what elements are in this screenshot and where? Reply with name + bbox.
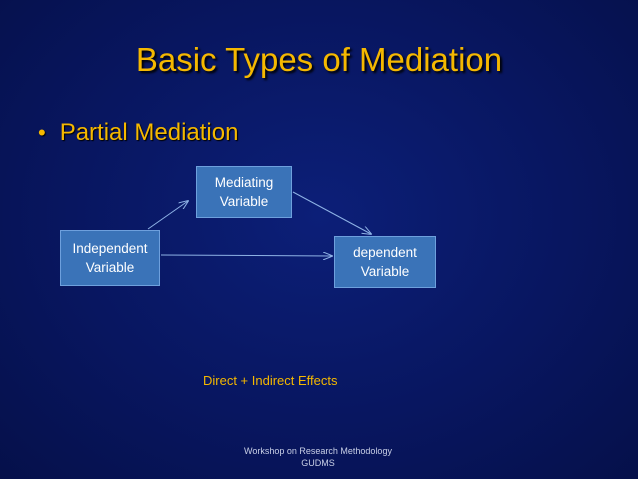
arrow-independent-to-mediating [147,201,188,230]
bullet-marker: • [38,120,46,145]
slide-footer: Workshop on Research Methodology GUDMS [190,445,446,469]
footer-line1: Workshop on Research Methodology [244,446,392,456]
slide-title: Basic Types of Mediation [135,41,503,78]
effects-caption: Direct + Indirect Effects [203,373,338,388]
node-mediating-line1: Mediating [214,175,274,190]
bullet-text: Partial Mediation [59,119,239,146]
arrow-independent-to-dependent [160,255,332,256]
node-independent-variable: Independent Variable [60,230,160,286]
footer-line2: GUDMS [301,458,335,468]
node-dependent-variable: dependent Variable [334,236,436,288]
bullet-item: • Partial Mediation [38,118,238,148]
node-dependent-line1: dependent [353,245,417,260]
node-dependent-line2: Variable [360,264,410,279]
node-mediating-line2: Variable [219,194,269,209]
node-mediating-variable: Mediating Variable [196,166,292,218]
node-independent-line1: Independent [72,241,148,256]
arrow-mediating-to-dependent [292,191,371,234]
node-independent-line2: Variable [85,260,135,275]
